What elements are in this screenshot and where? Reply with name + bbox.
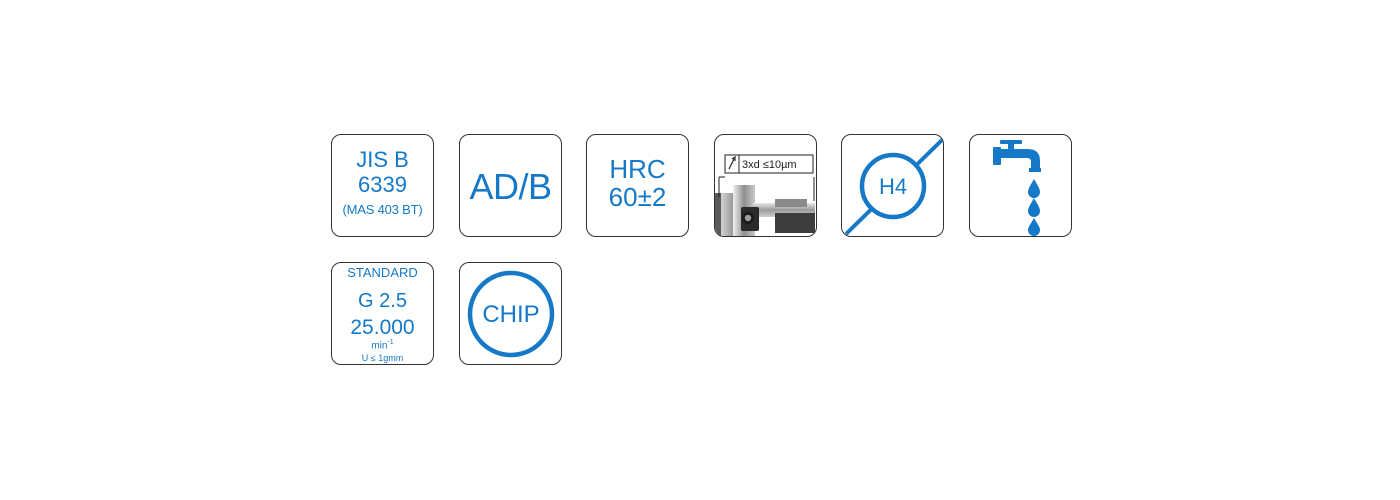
balance-unit-base: min — [371, 340, 388, 352]
balance-line-2: G 2.5 — [358, 290, 407, 312]
tolerance-badge: H4 — [841, 134, 944, 237]
chip-badge: CHIP — [459, 262, 562, 365]
hardness-badge: HRC 60±2 — [586, 134, 689, 237]
adb-coolant-form-badge: AD/B — [459, 134, 562, 237]
jis-line-2: 6339 — [358, 172, 407, 197]
runout-label: 3xd ≤10µm — [742, 159, 797, 171]
balance-unit-exponent: -1 — [387, 339, 394, 346]
coolant-tap-icon — [993, 140, 1041, 236]
hrc-line-2: 60±2 — [608, 182, 667, 212]
balance-unit: min-1 — [332, 337, 433, 352]
hrc-line-1: HRC — [609, 154, 666, 184]
balance-line-1: STANDARD — [347, 265, 418, 280]
balancing-standard-badge: STANDARD G 2.5 25.000 min-1 U ≤ 1gmm — [331, 262, 434, 365]
jis-standard-badge: JIS B 6339 (MAS 403 BT) — [331, 134, 434, 237]
runout-icon: 3xd ≤10µm — [715, 154, 815, 236]
balance-line-3: 25.000 — [350, 316, 415, 339]
tolerance-label: H4 — [879, 174, 907, 199]
runout-badge: 3xd ≤10µm — [714, 134, 817, 237]
tolerance-icon: H4 — [844, 137, 943, 236]
jis-line-3: (MAS 403 BT) — [342, 202, 423, 217]
adb-label: AD/B — [469, 166, 552, 207]
jis-line-1: JIS B — [356, 147, 409, 172]
chip-icon: CHIP — [467, 270, 555, 358]
coolant-badge — [969, 134, 1072, 237]
balance-line-5: U ≤ 1gmm — [361, 353, 404, 363]
chip-label: CHIP — [482, 301, 539, 328]
